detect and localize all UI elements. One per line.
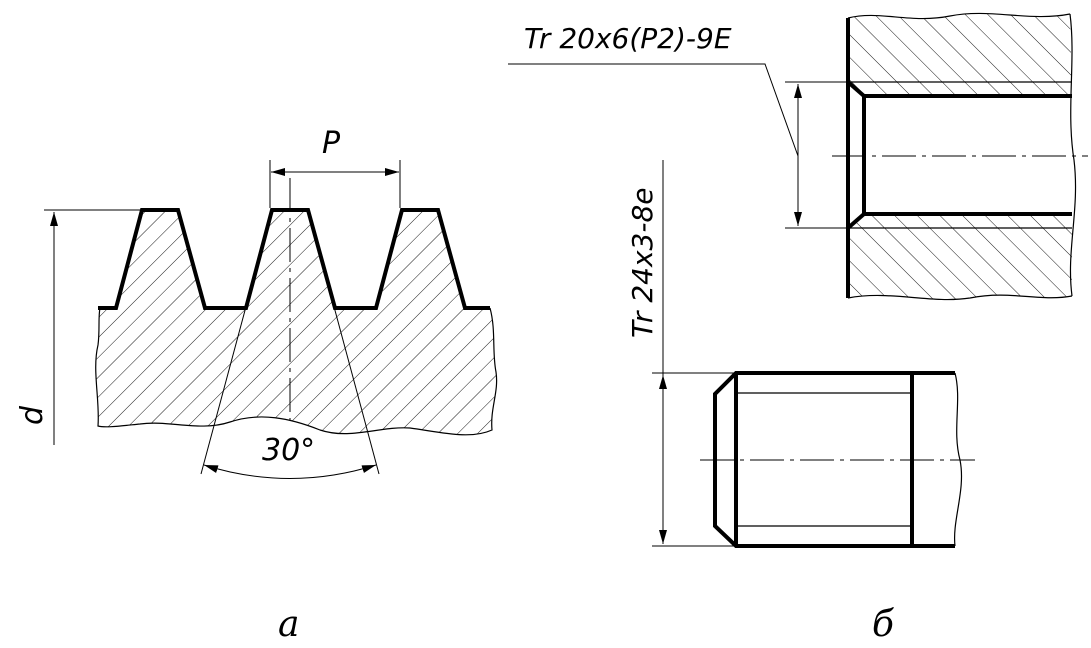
nut-chamfer-top	[846, 80, 866, 98]
flank-extension-left	[200, 209, 273, 475]
flank-extension-right	[307, 209, 380, 475]
external-thread-view: Tr 24x3-8e	[626, 160, 975, 548]
diameter-label: d	[15, 405, 50, 425]
caption-b: б	[872, 604, 895, 645]
nut-top-break	[847, 12, 1071, 20]
internal-thread-designation: Tr 20x6(P2)-9E	[524, 22, 732, 55]
internal-thread-view: Tr 20x6(P2)-9E	[508, 12, 1088, 301]
angle-label: 30°	[262, 433, 315, 468]
nut-upper-hatch	[848, 13, 1072, 96]
caption-a: а	[278, 604, 299, 645]
nut-right-break	[1069, 13, 1077, 297]
nut-leader-line	[508, 63, 799, 157]
nut-bottom-break	[847, 294, 1073, 301]
profile-break-line	[95, 307, 498, 436]
external-thread-designation: Tr 24x3-8e	[626, 188, 659, 339]
angle-arc	[203, 464, 377, 479]
pitch-label: P	[322, 126, 341, 161]
nut-lower-hatch	[848, 214, 1072, 300]
profile-hatched-body	[95, 210, 497, 435]
nut-chamfer-bottom	[846, 212, 866, 230]
thread-profile-view: P d 30°	[15, 126, 498, 479]
